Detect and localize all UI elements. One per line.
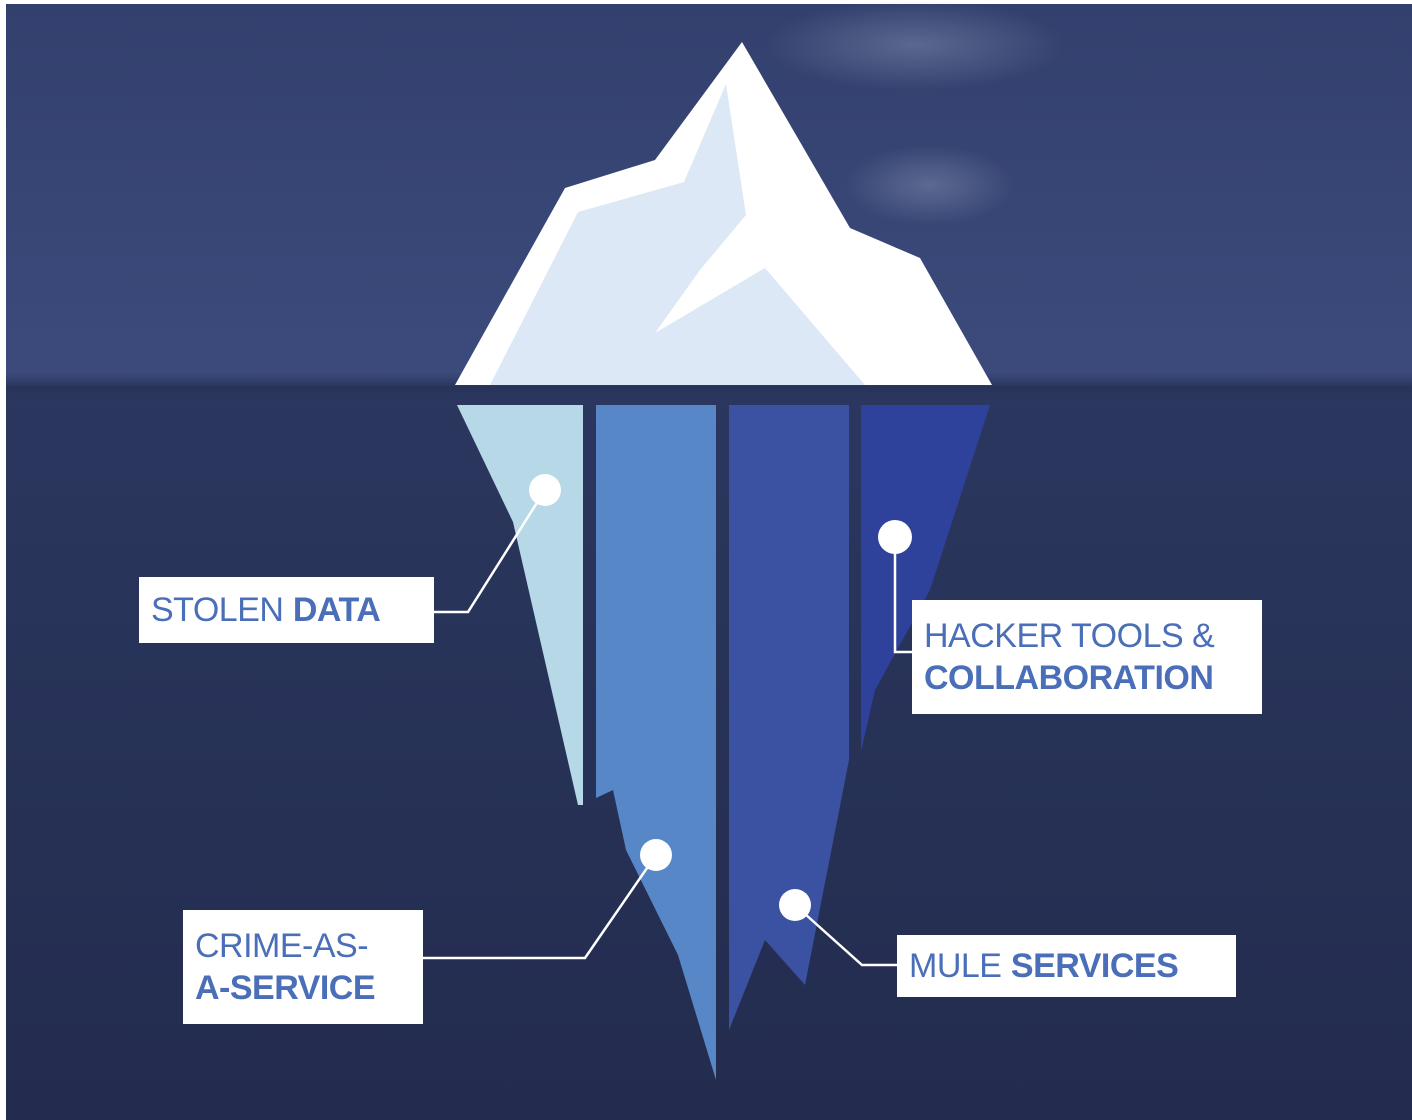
label-hacker-tools-bold: COLLABORATION	[924, 659, 1214, 697]
label-crime-as-a-service-light: CRIME-AS-	[195, 927, 369, 965]
cloud-2	[845, 145, 1015, 225]
label-stolen-data: STOLEN DATA	[139, 577, 434, 643]
segment-hacker-tools	[861, 405, 990, 752]
segment-stolen-data	[457, 405, 583, 805]
label-hacker-tools: HACKER TOOLS & COLLABORATION	[912, 600, 1262, 714]
connector-stolen-data	[434, 489, 547, 614]
marker-dot-hacker-tools	[878, 520, 912, 554]
label-stolen-data-light: STOLEN	[151, 591, 284, 629]
marker-dot-mule-services	[779, 889, 811, 921]
label-crime-as-a-service: CRIME-AS- A-SERVICE	[183, 910, 423, 1024]
connector-crime-as-a-service	[423, 854, 658, 960]
label-stolen-data-bold: DATA	[292, 591, 381, 629]
label-mule-services: MULE SERVICES	[897, 935, 1236, 997]
cloud-1	[765, 0, 1065, 90]
connector-mule-services	[794, 904, 897, 967]
label-crime-as-a-service-bold: A-SERVICE	[195, 969, 376, 1007]
label-hacker-tools-light: HACKER TOOLS &	[924, 617, 1215, 655]
segment-mule-services	[729, 405, 849, 1030]
label-mule-services-bold: SERVICES	[1010, 947, 1179, 985]
iceberg-tip-shade	[490, 84, 865, 385]
marker-dot-stolen-data	[529, 474, 561, 506]
segment-crime-as-a-service	[596, 405, 716, 1080]
label-mule-services-light: MULE	[909, 947, 1002, 985]
marker-dot-crime-as-a-service	[640, 839, 672, 871]
connector-hacker-tools	[893, 537, 912, 654]
